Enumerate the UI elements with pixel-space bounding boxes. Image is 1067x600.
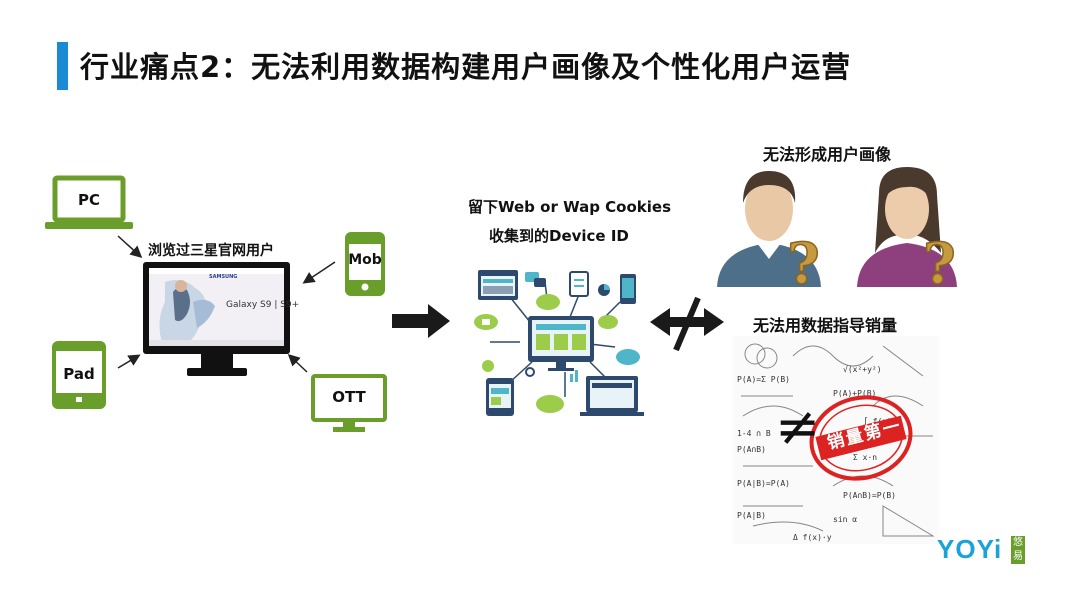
svg-text:P(A|B): P(A|B) bbox=[737, 511, 766, 520]
math-formulas-image: P(A)=Σ P(B) √(x²+y²) P(A)+P(B) 1-4 ∩ B ∫… bbox=[733, 336, 939, 544]
svg-text:P(A∩B)=P(B): P(A∩B)=P(B) bbox=[843, 491, 896, 500]
yoyi-logo: YOYi 悠易 bbox=[937, 536, 1029, 566]
device-id-caption: 收集到的Device ID bbox=[489, 225, 629, 246]
right-arrow-icon bbox=[392, 304, 452, 338]
samsung-brand: SAMSUNG bbox=[209, 274, 237, 280]
svg-text:P(A|B)=P(A): P(A|B)=P(A) bbox=[737, 479, 790, 488]
female-user-unknown-icon: ? bbox=[855, 163, 967, 287]
yoyi-logo-badge: 悠易 bbox=[1011, 536, 1025, 564]
monitor-caption: 浏览过三星官网用户 bbox=[148, 240, 274, 260]
svg-text:1-4 ∩ B: 1-4 ∩ B bbox=[737, 429, 771, 438]
svg-text:Δ f(x)·y: Δ f(x)·y bbox=[793, 533, 832, 542]
cookies-caption: 留下Web or Wap Cookies bbox=[468, 196, 671, 217]
yoyi-logo-text: YOYi bbox=[937, 534, 1002, 565]
svg-text:P(A∩B): P(A∩B) bbox=[737, 445, 766, 454]
svg-text:Σ x·n: Σ x·n bbox=[853, 453, 877, 462]
persona-caption: 无法形成用户画像 bbox=[763, 141, 891, 165]
svg-text:?: ? bbox=[787, 231, 820, 297]
svg-text:?: ? bbox=[923, 231, 956, 297]
galaxy-product-text: Galaxy S9 | S9+ bbox=[226, 300, 299, 310]
device-network-icon bbox=[470, 262, 650, 422]
not-equal-double-arrow-icon bbox=[650, 296, 724, 352]
male-user-unknown-icon: ? bbox=[713, 163, 825, 287]
svg-text:sin α: sin α bbox=[833, 515, 857, 524]
not-equal-symbol: ≠ bbox=[775, 400, 820, 454]
monitor-icon: SAMSUNG Galaxy S9 | S9+ bbox=[143, 262, 290, 378]
sales-caption: 无法用数据指导销量 bbox=[753, 312, 897, 336]
svg-text:P(A)=Σ P(B): P(A)=Σ P(B) bbox=[737, 375, 790, 384]
svg-text:√(x²+y²): √(x²+y²) bbox=[843, 365, 882, 374]
